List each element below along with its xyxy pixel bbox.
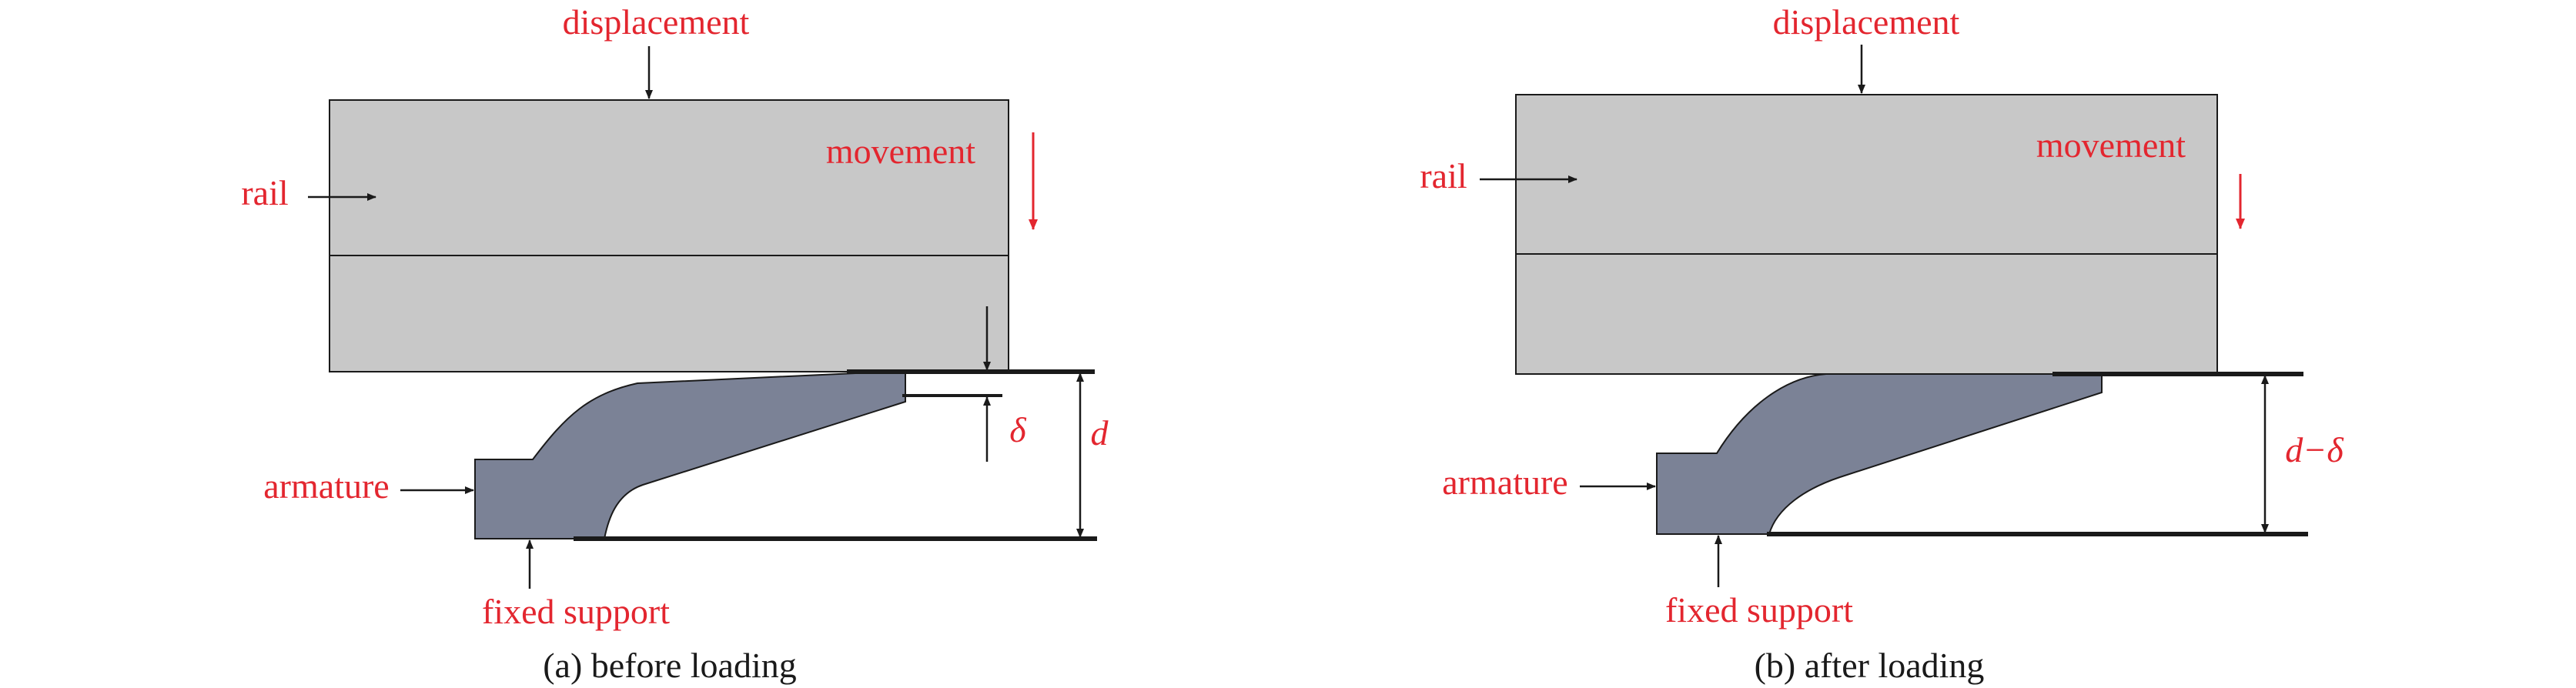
delta-label: δ: [1009, 410, 1026, 449]
armature-label: armature: [263, 466, 389, 506]
armature-shape: [474, 369, 906, 539]
panel-before-loading: displacement rail movement armature fixe…: [241, 2, 1109, 685]
gap-label: d−δ: [2285, 430, 2343, 469]
movement-label: movement: [826, 132, 975, 171]
movement-label: movement: [2036, 125, 2186, 165]
fixed-support-label: fixed support: [1665, 590, 1853, 630]
rail-label: rail: [1420, 156, 1467, 195]
fixed-support-label: fixed support: [482, 592, 670, 631]
caption-before-loading: (a) before loading: [543, 646, 797, 685]
displacement-label: displacement: [1773, 2, 1960, 42]
panel-after-loading: displacement rail movement armature fixe…: [1420, 2, 2343, 685]
armature-shape: [1656, 373, 2103, 535]
rail-block: [329, 99, 1009, 372]
gap-label: d: [1091, 413, 1109, 453]
armature-label: armature: [1442, 463, 1567, 502]
caption-after-loading: (b) after loading: [1755, 646, 1985, 685]
displacement-label: displacement: [563, 2, 750, 42]
rail-block: [1515, 94, 2218, 375]
rail-label: rail: [241, 173, 288, 212]
